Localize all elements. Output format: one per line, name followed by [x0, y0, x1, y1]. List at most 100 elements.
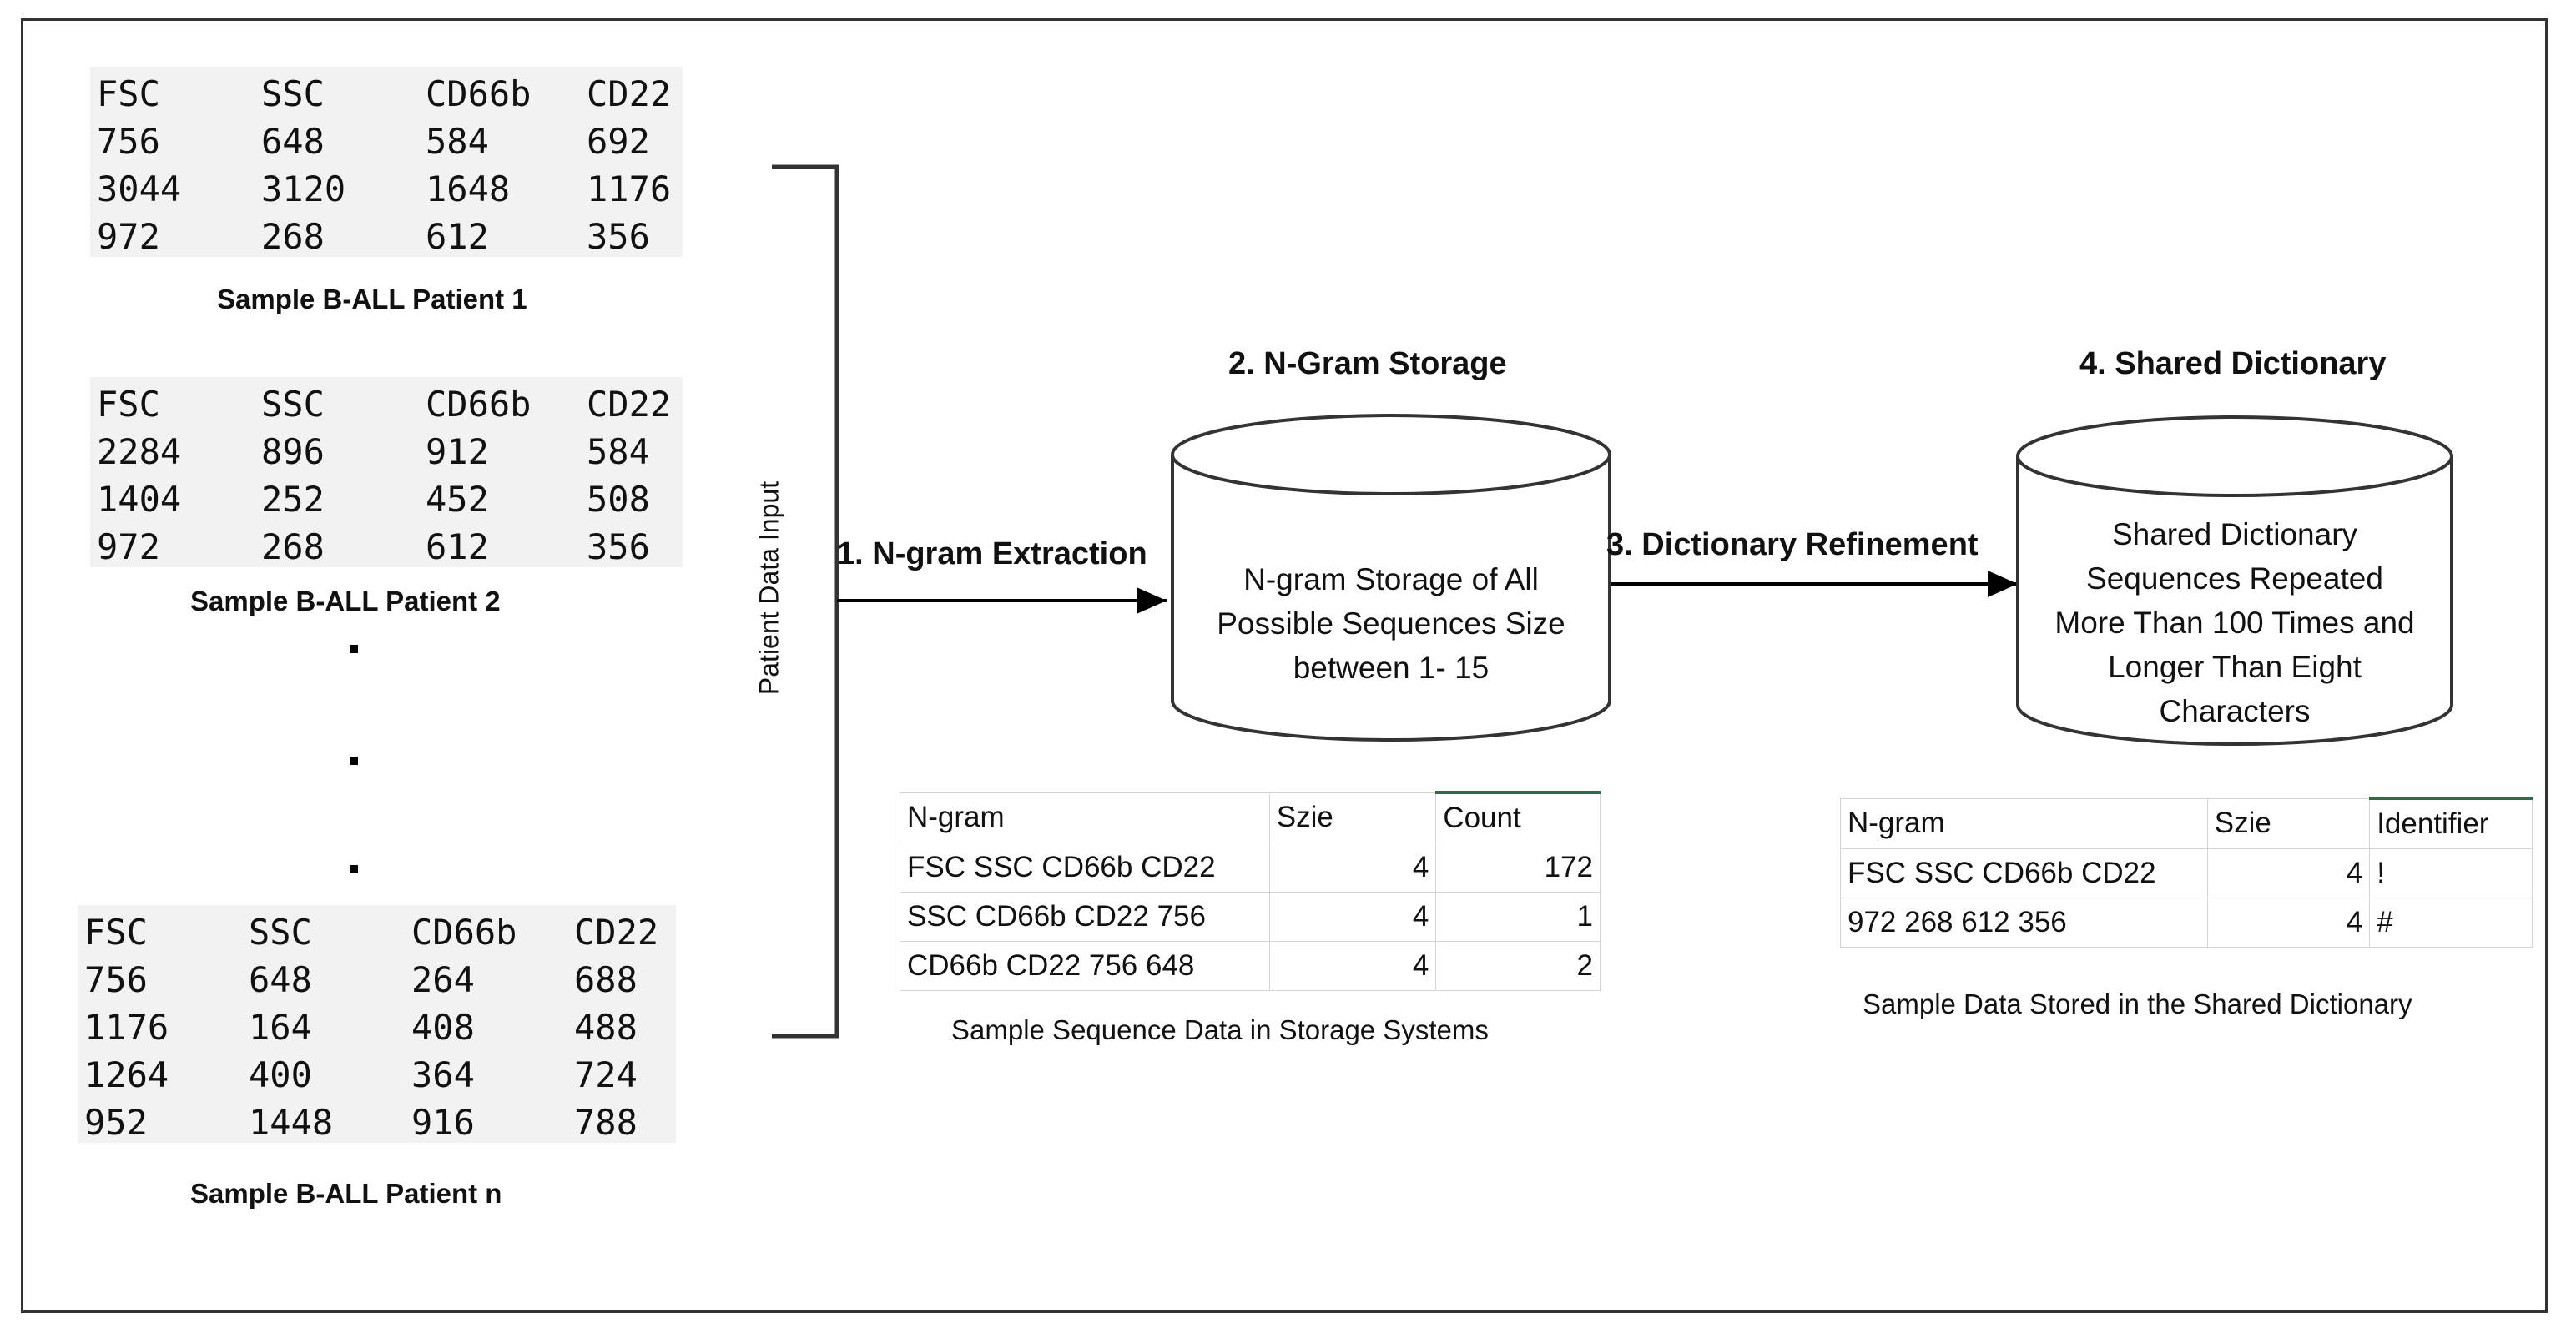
sample-cell: 1404 [97, 479, 182, 520]
table-cell: 4 [2206, 848, 2371, 898]
storage-cylinder [1171, 414, 1611, 742]
sample-header-row: FSC SSC CD66b CD22 [78, 905, 676, 953]
sample-cell: 2284 [97, 431, 182, 472]
sample-cell: 612 [426, 216, 489, 257]
sample-caption-patient-n: Sample B-ALL Patient n [190, 1178, 502, 1209]
sample-cell: 972 [97, 526, 160, 567]
sample-cell: SSC [261, 384, 325, 425]
sample-cell: 788 [574, 1102, 638, 1143]
table-header-row: N-gram Szie Identifier [1840, 797, 2533, 849]
dictionary-cylinder [2016, 415, 2453, 746]
sample-header-row: FSC SSC CD66b CD22 [90, 377, 683, 425]
cylinder-line: Possible Sequences Size [1217, 606, 1565, 641]
sample-caption-patient-2: Sample B-ALL Patient 2 [190, 586, 501, 616]
sample-cell: 952 [84, 1102, 148, 1143]
sample-cell: FSC [97, 73, 160, 114]
sample-header-row: FSC SSC CD66b CD22 [90, 67, 683, 114]
table-cell: 4 [1268, 941, 1437, 991]
table-cell: 4 [2206, 898, 2371, 948]
table-header-cell: Count [1435, 791, 1601, 843]
table-cell: SSC CD66b CD22 756 [900, 892, 1270, 942]
sample-cell: 896 [261, 431, 325, 472]
sample-cell: 756 [97, 121, 160, 162]
sample-cell: 268 [261, 526, 325, 567]
step-ngram-extraction: 1. N-gram Extraction [837, 536, 1147, 571]
cylinder-line: Longer Than Eight [2108, 650, 2362, 684]
sample-cell: 268 [261, 216, 325, 257]
sample-cell: SSC [249, 912, 312, 953]
storage-cylinder-text: N-gram Storage of All Possible Sequences… [1172, 557, 1610, 690]
sample-cell: 3044 [97, 169, 182, 209]
sample-cell: 400 [249, 1054, 312, 1095]
step-ngram-storage: 2. N-Gram Storage [1228, 346, 1507, 381]
sample-cell: 1264 [84, 1054, 169, 1095]
sample-cell: CD22 [587, 384, 672, 425]
sample-cell: 164 [249, 1007, 312, 1048]
sample-row: 972 268 612 356 [90, 209, 683, 257]
table-row: CD66b CD22 756 648 4 2 [900, 941, 1601, 991]
sample-cell: CD22 [587, 73, 672, 114]
sample-cell: 972 [97, 216, 160, 257]
sample-cell: CD66b [426, 73, 532, 114]
table-row: FSC SSC CD66b CD22 4 ! [1840, 848, 2533, 898]
sample-row: 756 648 584 692 [90, 114, 683, 162]
dictionary-sample-table: N-gram Szie Identifier FSC SSC CD66b CD2… [1840, 797, 2533, 948]
cylinder-line: More Than 100 Times and [2054, 606, 2415, 640]
ellipsis-dot [350, 757, 358, 765]
sample-cell: 1176 [587, 169, 672, 209]
sample-cell: 912 [426, 431, 489, 472]
sample-cell: 916 [411, 1102, 475, 1143]
sample-row: 756 648 264 688 [78, 953, 676, 1000]
sample-cell: 408 [411, 1007, 475, 1048]
sample-row: 2284 896 912 584 [90, 425, 683, 472]
sample-cell: CD66b [426, 384, 532, 425]
step-shared-dictionary: 4. Shared Dictionary [2079, 346, 2387, 381]
figure-frame [21, 18, 2548, 1313]
table-row: FSC SSC CD66b CD22 4 172 [900, 843, 1601, 893]
sample-table-patient-2: FSC SSC CD66b CD22 2284 896 912 584 1404… [90, 377, 683, 567]
table-cell: CD66b CD22 756 648 [900, 941, 1270, 991]
storage-sample-table: N-gram Szie Count FSC SSC CD66b CD22 4 1… [900, 791, 1601, 991]
sample-cell: SSC [261, 73, 325, 114]
sample-cell: 1176 [84, 1007, 169, 1048]
sample-cell: 508 [587, 479, 650, 520]
dictionary-table-caption: Sample Data Stored in the Shared Diction… [1863, 988, 2412, 1019]
step-dictionary-refinement: 3. Dictionary Refinement [1606, 527, 1979, 562]
sample-cell: FSC [84, 912, 148, 953]
sample-cell: 688 [574, 959, 638, 1000]
sample-cell: 756 [84, 959, 148, 1000]
sample-cell: 1648 [426, 169, 511, 209]
table-header-cell: N-gram [900, 792, 1270, 843]
sample-cell: 612 [426, 526, 489, 567]
sample-table-patient-1: FSC SSC CD66b CD22 756 648 584 692 3044 … [90, 67, 683, 257]
table-header-cell: N-gram [1840, 797, 2208, 849]
cylinder-line: Characters [2159, 694, 2311, 728]
sample-cell: 648 [261, 121, 325, 162]
table-cell: 972 268 612 356 [1840, 898, 2208, 948]
table-cell: 4 [1268, 843, 1437, 893]
table-header-cell: Identifier [2369, 797, 2533, 849]
sample-cell: 724 [574, 1054, 638, 1095]
sample-cell: 692 [587, 121, 650, 162]
cylinder-line: between 1- 15 [1293, 651, 1490, 685]
sample-row: 1176 164 408 488 [78, 1000, 676, 1048]
sample-cell: 356 [587, 526, 650, 567]
sample-cell: 648 [249, 959, 312, 1000]
sample-cell: 488 [574, 1007, 638, 1048]
sample-cell: CD22 [574, 912, 659, 953]
table-cell: FSC SSC CD66b CD22 [1840, 848, 2208, 898]
cylinder-line: N-gram Storage of All [1243, 562, 1539, 596]
sample-row: 952 1448 916 788 [78, 1095, 676, 1143]
sample-cell: CD66b [411, 912, 517, 953]
table-cell: 172 [1435, 843, 1601, 893]
sample-row: 1404 252 452 508 [90, 472, 683, 520]
sample-row: 3044 3120 1648 1176 [90, 162, 683, 209]
table-cell: FSC SSC CD66b CD22 [900, 843, 1270, 893]
table-header-cell: Szie [2206, 797, 2371, 849]
cylinder-line: Sequences Repeated [2086, 561, 2383, 596]
sample-cell: 364 [411, 1054, 475, 1095]
ellipsis-dot [350, 865, 358, 873]
sample-cell: 356 [587, 216, 650, 257]
sample-caption-patient-1: Sample B-ALL Patient 1 [217, 284, 527, 314]
